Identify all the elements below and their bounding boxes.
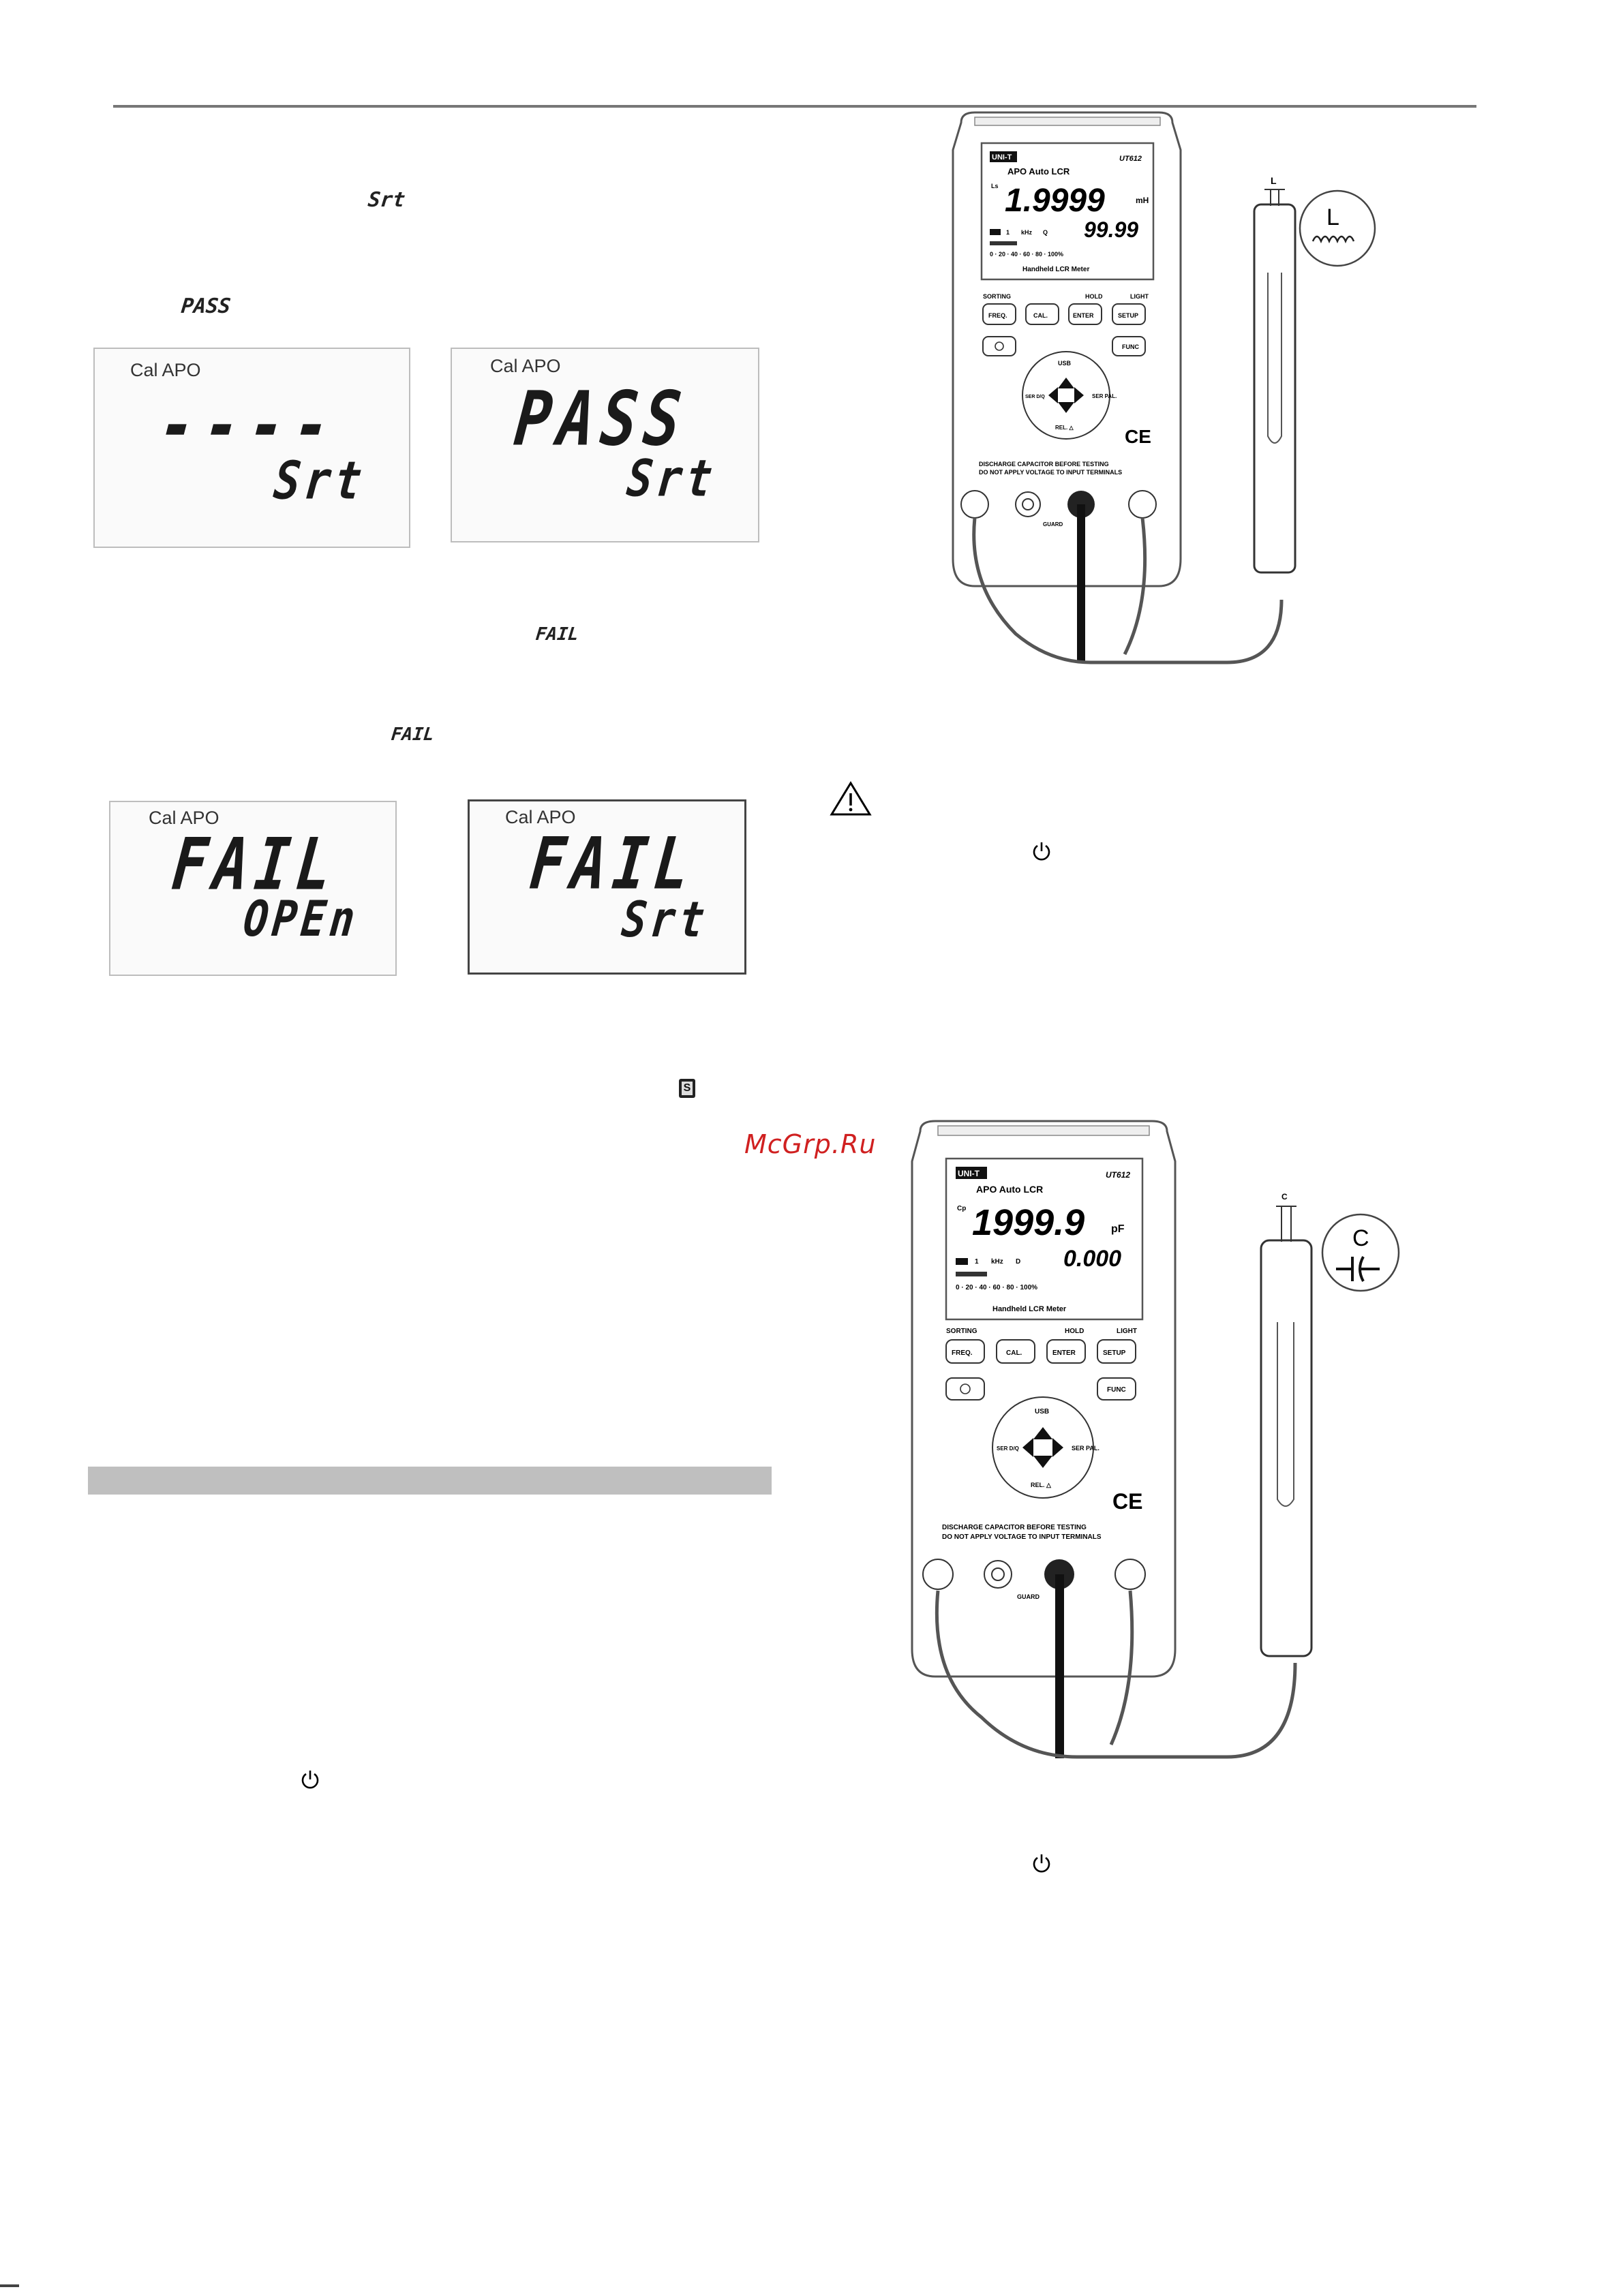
- inline-fail-symbol-2: FAIL: [390, 724, 436, 745]
- freq-button: FREQ.: [988, 312, 1007, 319]
- setup-button: SETUP: [1103, 1349, 1126, 1357]
- model-label: UT612: [1106, 1170, 1130, 1180]
- primary-unit: mH: [1136, 196, 1149, 205]
- ce-mark: CE: [1125, 426, 1151, 447]
- lcd-cal-apo-label: Cal APO: [149, 808, 219, 828]
- sorting-label: SORTING: [946, 1328, 977, 1335]
- power-icon: [301, 1771, 319, 1789]
- light-label: LIGHT: [1130, 293, 1149, 300]
- lcd-sub-reading: Srt: [271, 451, 369, 512]
- lcd-cal-apo-label: Cal APO: [130, 360, 201, 380]
- ser-pal-key: SER PAL.: [1072, 1445, 1099, 1452]
- bar-scale: 0 · 20 · 40 · 60 · 80 · 100%: [956, 1284, 1037, 1291]
- warning-line-1: DISCHARGE CAPACITOR BEFORE TESTING: [979, 461, 1109, 468]
- usb-key: USB: [1058, 360, 1072, 367]
- secondary-label: D: [1016, 1258, 1020, 1266]
- primary-unit: pF: [1111, 1223, 1125, 1235]
- primary-value: 1.9999: [1005, 183, 1105, 219]
- brand-label: UNI-T: [958, 1169, 980, 1178]
- power-icon: [1033, 842, 1050, 861]
- ser-dq-key: SER D/Q: [997, 1445, 1019, 1452]
- ser-pal-key: SER PAL.: [1092, 393, 1117, 399]
- power-icon: [1033, 1854, 1050, 1873]
- lcd-display-fail-short: Cal APO FAIL Srt: [468, 799, 746, 975]
- freq-unit: kHz: [1021, 229, 1033, 236]
- guard-label: GUARD: [1017, 1593, 1040, 1600]
- inline-pass-symbol: PASS: [180, 294, 232, 318]
- secondary-label: Q: [1043, 229, 1048, 236]
- primary-label: Cp: [957, 1205, 966, 1212]
- footer-mark: [0, 2284, 19, 2287]
- s-key-icon: S: [679, 1079, 695, 1098]
- section-header-bar: [88, 1467, 772, 1495]
- watermark: McGrp.Ru: [744, 1129, 877, 1159]
- rel-key: REL. △: [1031, 1482, 1052, 1488]
- freq-value: 1: [975, 1258, 979, 1266]
- ce-mark: CE: [1112, 1489, 1142, 1514]
- header-rule: [113, 105, 1476, 108]
- lcd-cal-apo-label: Cal APO: [490, 356, 561, 376]
- meter-illustration-inductance: UNI-T UT612 APO Auto LCR Ls 1.9999 mH 99…: [941, 109, 1418, 682]
- inline-fail-symbol: FAIL: [534, 624, 580, 645]
- sorting-label: SORTING: [983, 293, 1011, 300]
- cal-button: CAL.: [1033, 312, 1048, 319]
- subtitle-label: Handheld LCR Meter: [992, 1305, 1067, 1313]
- primary-label: Ls: [991, 183, 999, 189]
- ser-dq-key: SER D/Q: [1025, 395, 1045, 399]
- s-key-icon-label: S: [682, 1082, 693, 1095]
- lcd-display-short-test: Cal APO ---- Srt: [93, 348, 410, 548]
- mode-label: APO Auto LCR: [976, 1184, 1043, 1195]
- func-button: FUNC: [1107, 1386, 1126, 1394]
- lcd-display-pass: Cal APO PASS Srt: [451, 348, 759, 542]
- lcd-sub-reading: OPEn: [241, 891, 362, 948]
- hold-label: HOLD: [1085, 293, 1103, 300]
- bar-scale: 0 · 20 · 40 · 60 · 80 · 100%: [990, 251, 1063, 258]
- warning-line-1: DISCHARGE CAPACITOR BEFORE TESTING: [942, 1524, 1087, 1531]
- rel-key: REL. △: [1055, 425, 1074, 431]
- mode-label: APO Auto LCR: [1007, 166, 1070, 177]
- subtitle-label: Handheld LCR Meter: [1022, 266, 1089, 273]
- enter-button: ENTER: [1073, 312, 1094, 319]
- secondary-value: 99.99: [1084, 217, 1138, 242]
- setup-button: SETUP: [1118, 312, 1138, 319]
- warning-line-2: DO NOT APPLY VOLTAGE TO INPUT TERMINALS: [979, 469, 1122, 476]
- usb-key: USB: [1035, 1408, 1049, 1415]
- light-label: LIGHT: [1117, 1328, 1137, 1335]
- model-label: UT612: [1119, 155, 1142, 163]
- inline-srt-symbol: Srt: [367, 188, 407, 212]
- lcd-sub-reading: Srt: [619, 891, 712, 949]
- cal-button: CAL.: [1006, 1349, 1022, 1357]
- secondary-value: 0.000: [1063, 1246, 1121, 1272]
- guard-label: GUARD: [1043, 521, 1063, 527]
- probe-tag: C: [1281, 1192, 1288, 1201]
- primary-value: 1999.9: [972, 1202, 1084, 1243]
- freq-value: 1: [1006, 229, 1010, 236]
- warning-line-2: DO NOT APPLY VOLTAGE TO INPUT TERMINALS: [942, 1533, 1102, 1541]
- component-letter: L: [1326, 204, 1339, 230]
- enter-button: ENTER: [1052, 1349, 1076, 1357]
- probe-tag: L: [1271, 175, 1277, 186]
- lcd-cal-apo-label: Cal APO: [505, 807, 576, 827]
- meter-illustration-capacitance: UNI-T UT612 APO Auto LCR Cp 1999.9 pF 0.…: [900, 1118, 1418, 1786]
- lcd-sub-reading: Srt: [624, 448, 719, 508]
- brand-label: UNI-T: [992, 153, 1012, 162]
- func-button: FUNC: [1122, 343, 1139, 350]
- lcd-display-fail-open: Cal APO FAIL OPEn: [109, 801, 397, 976]
- hold-label: HOLD: [1065, 1328, 1084, 1335]
- warning-icon: [830, 781, 872, 816]
- freq-button: FREQ.: [952, 1349, 973, 1357]
- component-letter: C: [1352, 1225, 1369, 1251]
- freq-unit: kHz: [991, 1258, 1003, 1266]
